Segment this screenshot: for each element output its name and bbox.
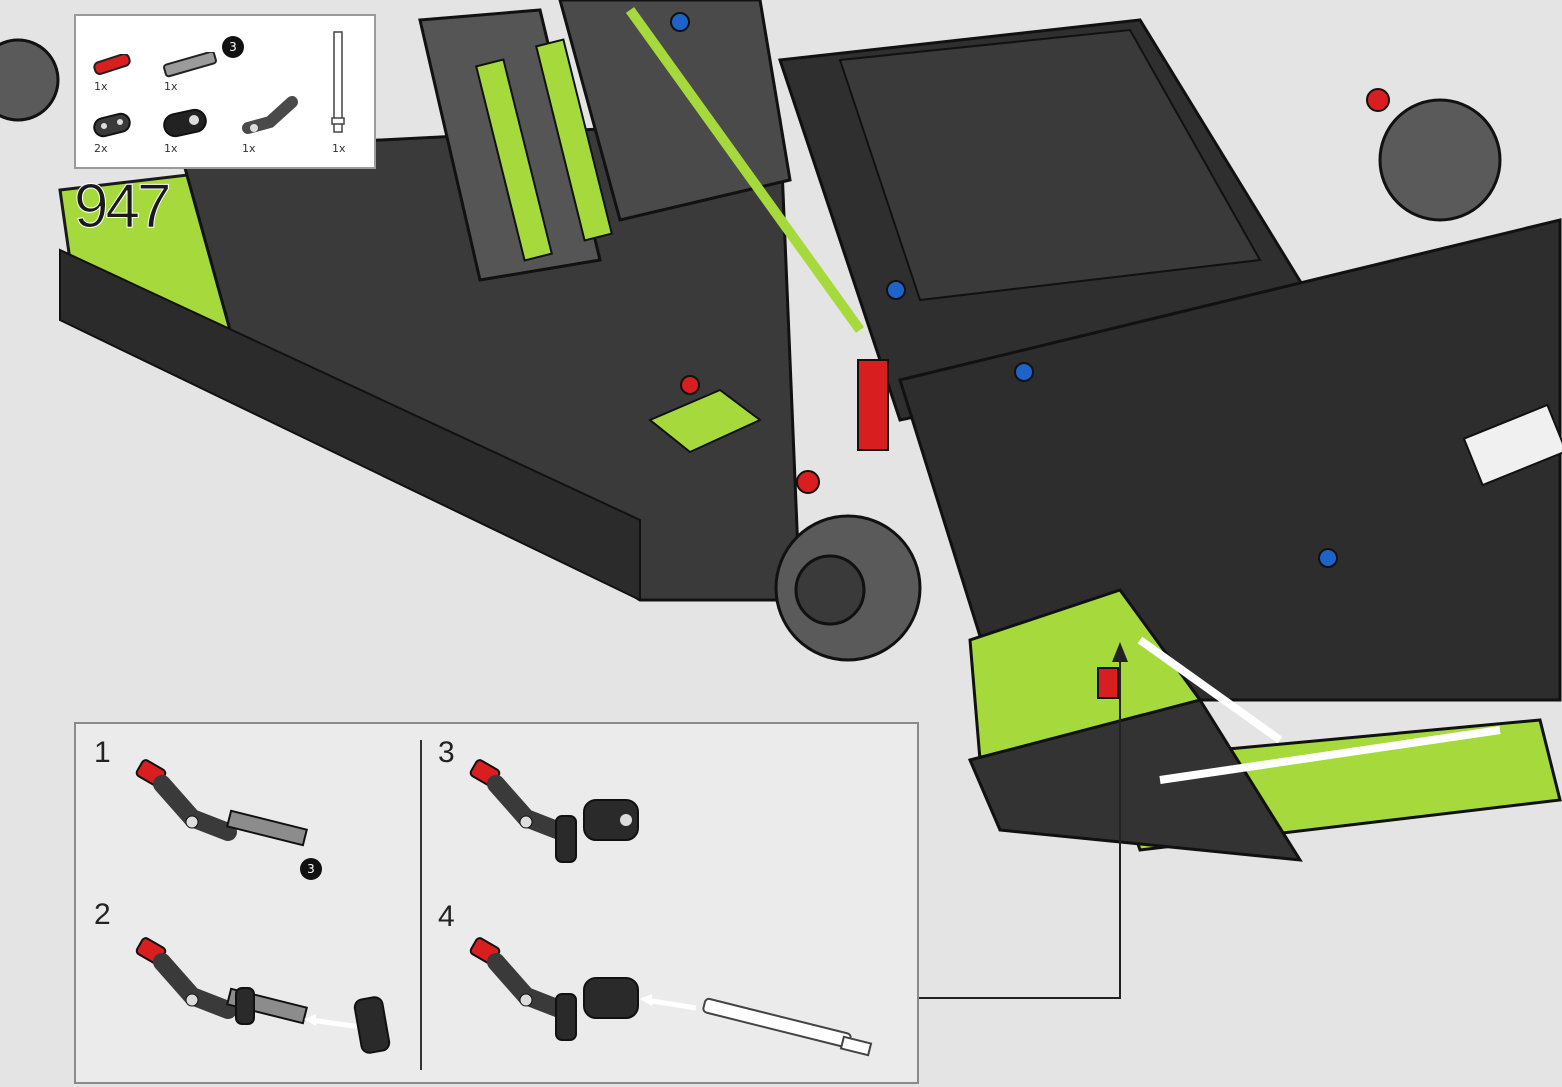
brake-disc-rear (1378, 98, 1502, 222)
red-pin-3 (1366, 88, 1390, 112)
qty-red-axle-pin: 1x (94, 80, 108, 93)
step-number: 947 (73, 172, 171, 241)
substep-number-2: 2 (94, 898, 111, 931)
grey-axle-3-icon (163, 52, 217, 78)
right-frame (898, 218, 1562, 702)
blue-pin-3 (1318, 548, 1338, 568)
red-pin-2 (796, 470, 820, 494)
subassembly-divider (420, 740, 422, 1070)
subassembly-box: 1 3 2 4 3 (74, 722, 919, 1084)
substep-number-1: 1 (94, 736, 111, 769)
black-double-connector-icon (163, 108, 207, 138)
center-tunnel-top (838, 28, 1262, 302)
dark-beam-lower (59, 248, 641, 602)
dark-grey-axle-connector-icon (93, 112, 131, 138)
badge-plate (1462, 403, 1562, 487)
qty-white-long-axle: 1x (332, 142, 346, 155)
substep-1-axle-badge-text: 3 (307, 862, 315, 876)
lime-bar-center (648, 388, 762, 454)
red-pin-1 (680, 375, 700, 395)
dark-grey-angle-connector-icon (242, 96, 298, 134)
blue-pin-4 (670, 12, 690, 32)
qty-dark-grey-angle-connector: 1x (242, 142, 256, 155)
qty-dark-grey-axle-connector: 2x (94, 142, 108, 155)
axle-length-badge-text: 3 (229, 40, 237, 54)
brake-disc-front-hub (794, 554, 866, 626)
substep-3-assembly (469, 759, 639, 863)
brake-disc-left (0, 38, 60, 122)
white-link-1 (1137, 636, 1283, 744)
parts-list-box: 1x 3 1x 2x 1x 1x 1x (74, 14, 376, 169)
substep-number-4: 4 (438, 900, 455, 933)
lime-cable (625, 7, 865, 333)
red-axle-pin-icon (93, 54, 131, 75)
blue-pin-1 (886, 280, 906, 300)
white-link-2 (1159, 726, 1501, 784)
seat-lime-stripe-2 (535, 38, 613, 242)
red-connector-front (1097, 667, 1119, 699)
qty-black-double-connector: 1x (164, 142, 178, 155)
substep-number-3: 3 (438, 736, 455, 769)
blue-pin-2 (1014, 362, 1034, 382)
substep-1-axle-badge: 3 (300, 858, 322, 880)
substep-4-assembly (469, 937, 873, 1057)
substep-1-assembly (135, 759, 308, 847)
white-long-axle-icon (331, 31, 345, 133)
substep-2-assembly (135, 937, 391, 1054)
seat-right (558, 0, 792, 222)
red-beam (857, 359, 889, 451)
qty-grey-axle-3: 1x (164, 80, 178, 93)
axle-length-badge: 3 (222, 36, 244, 58)
seat-lime-stripe-1 (475, 58, 553, 262)
